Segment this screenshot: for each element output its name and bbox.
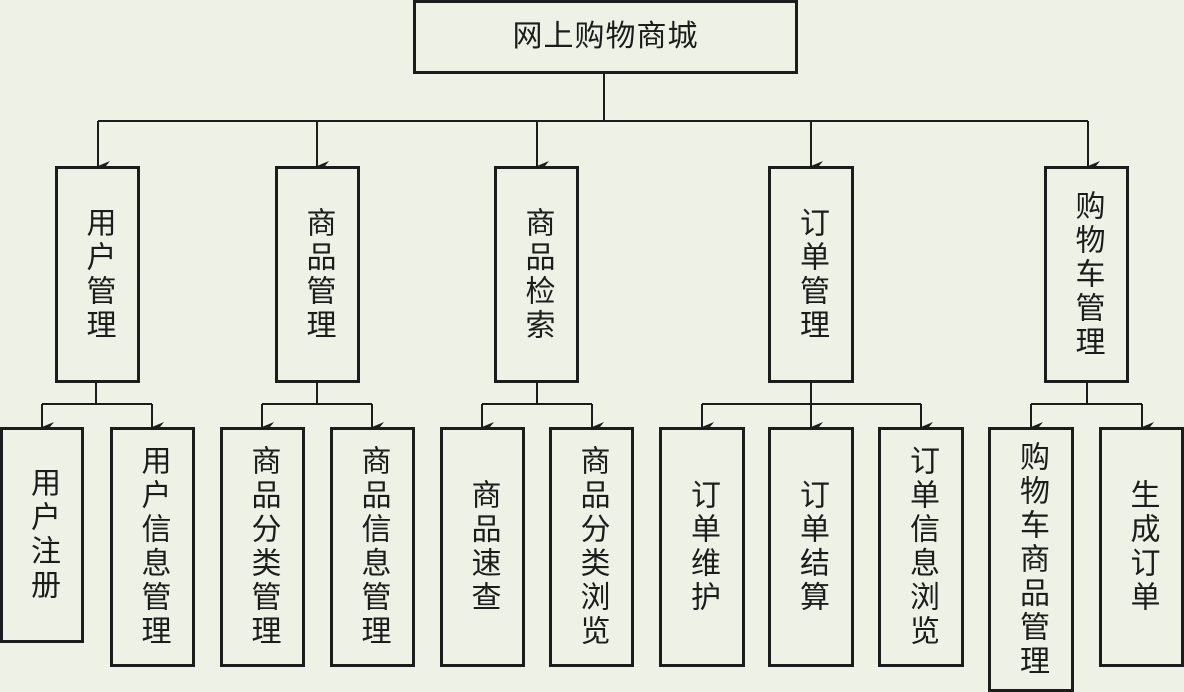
leaf-quick-search: 商品速查 [440, 427, 525, 667]
leaf-category-management: 商品分类管理 [220, 427, 305, 667]
leaf-label: 生成订单 [1124, 479, 1160, 615]
leaf-label: 商品速查 [465, 479, 501, 615]
root-node: 网上购物商城 [413, 0, 798, 74]
leaf-label: 商品信息管理 [355, 445, 391, 649]
root-node-label: 网上购物商城 [512, 19, 699, 54]
leaf-label: 商品分类管理 [245, 445, 281, 649]
leaf-user-info-management: 用户信息管理 [110, 427, 195, 667]
module-label: 商品管理 [300, 206, 336, 343]
module-user-management: 用户管理 [55, 166, 140, 383]
module-label: 订单管理 [794, 206, 829, 343]
leaf-product-info-management: 商品信息管理 [330, 427, 415, 667]
leaf-category-browse: 商品分类浏览 [549, 427, 634, 667]
leaf-order-maintenance: 订单维护 [659, 427, 745, 667]
leaf-order-info-browse: 订单信息浏览 [878, 427, 964, 667]
module-label: 商品检索 [519, 206, 555, 343]
leaf-label: 商品分类浏览 [574, 445, 610, 649]
leaf-label: 订单结算 [794, 479, 829, 615]
module-order-management: 订单管理 [768, 166, 854, 383]
leaf-order-settlement: 订单结算 [768, 427, 854, 667]
leaf-cart-product-management: 购物车商品管理 [988, 427, 1074, 692]
leaf-label: 订单维护 [685, 479, 720, 615]
module-label: 用户管理 [80, 206, 116, 343]
leaf-label: 订单信息浏览 [904, 445, 939, 649]
module-cart-management: 购物车管理 [1044, 166, 1129, 383]
leaf-generate-order: 生成订单 [1099, 427, 1184, 667]
leaf-label: 购物车商品管理 [1014, 440, 1049, 679]
leaf-user-register: 用户注册 [0, 427, 84, 643]
leaf-label: 用户注册 [25, 467, 60, 603]
leaf-label: 用户信息管理 [135, 445, 171, 649]
module-product-management: 商品管理 [275, 166, 360, 383]
module-label: 购物车管理 [1069, 189, 1105, 360]
module-product-search: 商品检索 [494, 166, 579, 383]
